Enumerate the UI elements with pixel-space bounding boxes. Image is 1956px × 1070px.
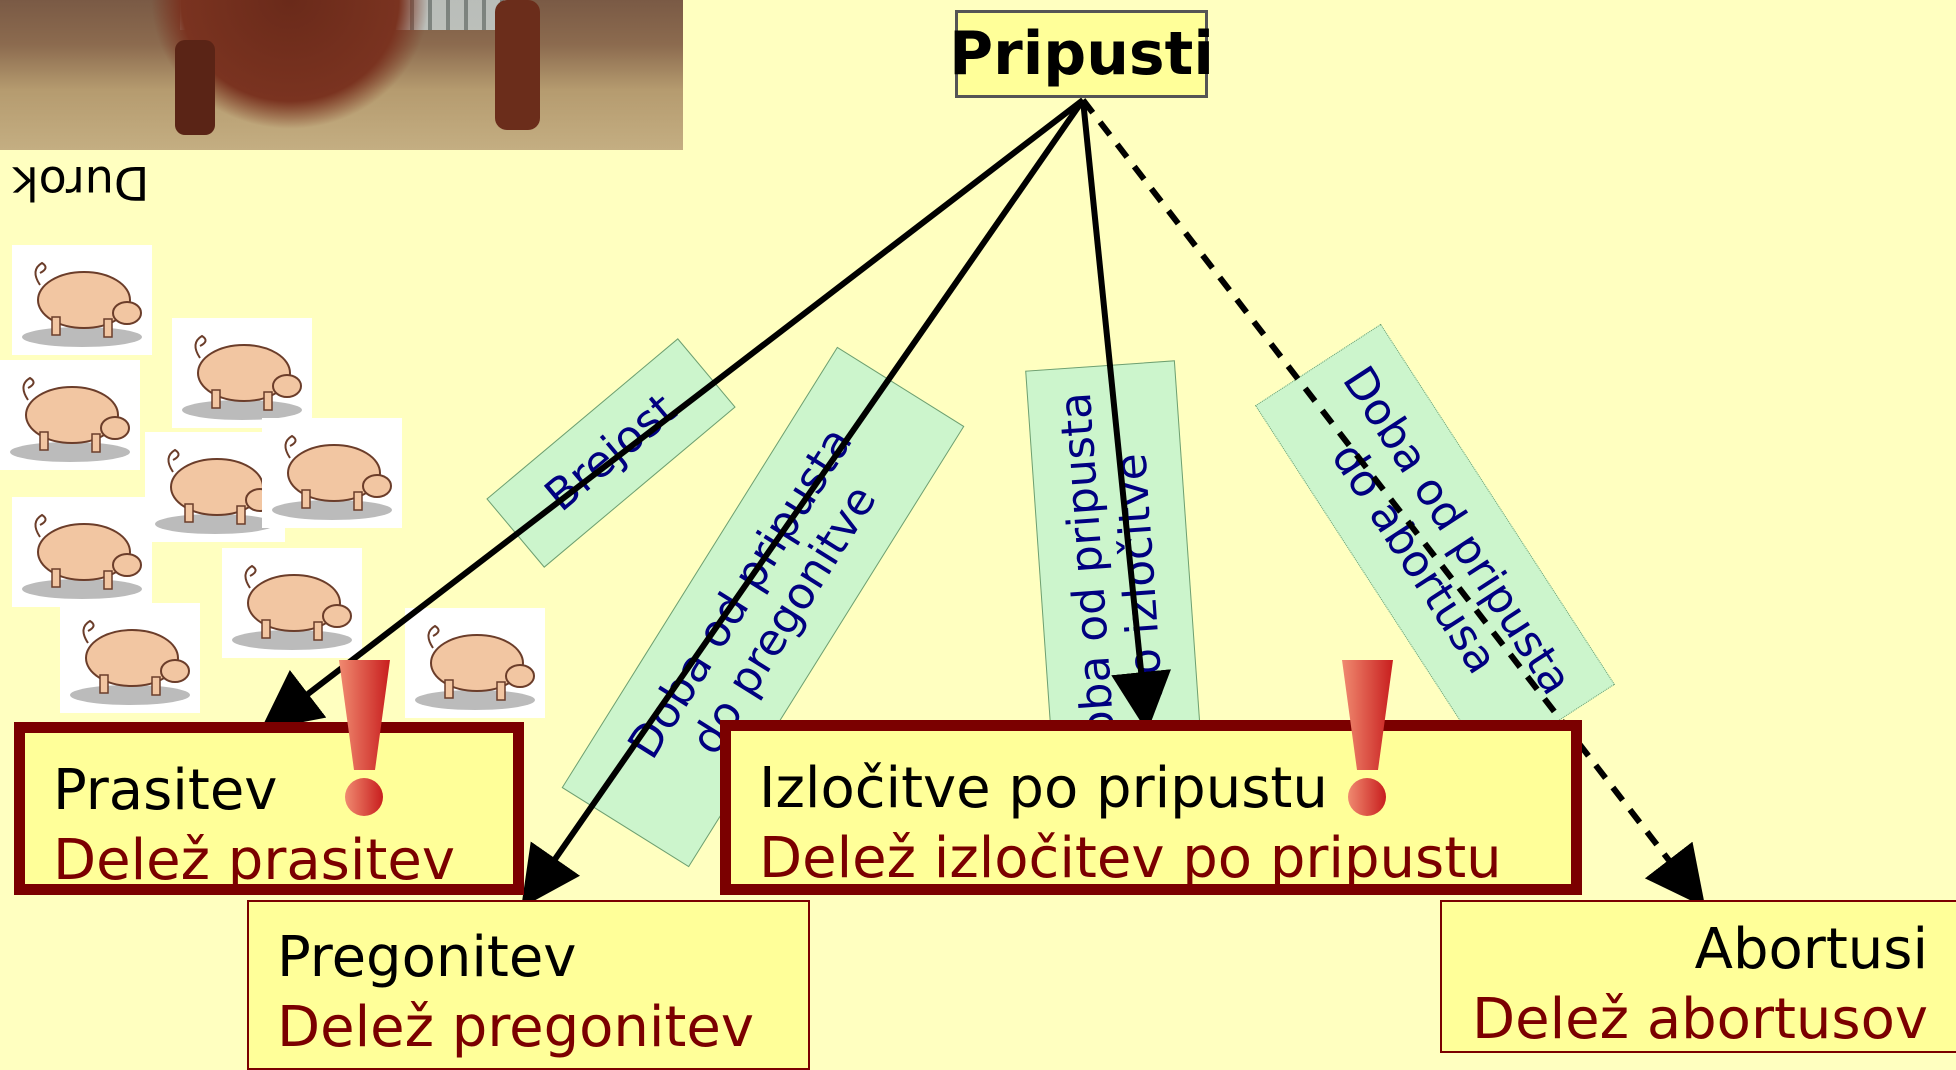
outcome-pregonitev: Pregonitev Delež pregonitev bbox=[247, 900, 810, 1070]
outcome-prasitev: Prasitev Delež prasitev bbox=[14, 722, 524, 895]
pig-icon bbox=[12, 497, 152, 607]
outcome-measure: Delež prasitev bbox=[53, 828, 455, 893]
outcome-title: Pregonitev bbox=[277, 925, 577, 990]
outcome-measure: Delež abortusov bbox=[1472, 987, 1928, 1052]
pig-icon bbox=[262, 418, 402, 528]
root-node: Pripusti bbox=[949, 10, 1214, 98]
exclamation-icon bbox=[1342, 660, 1393, 816]
pig-icon bbox=[12, 245, 152, 355]
outcome-title: Izločitve po pripustu bbox=[759, 756, 1328, 821]
outcome-abortusi: Abortusi Delež abortusov bbox=[1440, 900, 1956, 1053]
outcome-title: Abortusi bbox=[1694, 917, 1928, 982]
pig-icon bbox=[222, 548, 362, 658]
outcome-title: Prasitev bbox=[53, 758, 278, 823]
outcome-measure: Delež izločitev po pripustu bbox=[759, 826, 1502, 891]
pig-icon bbox=[172, 318, 312, 428]
pig-icon bbox=[405, 608, 545, 718]
pig-icon bbox=[145, 432, 285, 542]
durok-photo bbox=[0, 0, 683, 150]
pig-icon bbox=[0, 360, 140, 470]
pig-icon bbox=[60, 603, 200, 713]
arrow-izlocitve bbox=[1080, 99, 1171, 732]
arrow-brejost bbox=[260, 97, 1085, 731]
arrow-pregonitve bbox=[521, 98, 1086, 908]
exclamation-icon bbox=[339, 660, 390, 816]
outcome-measure: Delež pregonitev bbox=[277, 995, 754, 1060]
outcome-izlocitve: Izločitve po pripustu Delež izločitev po… bbox=[720, 720, 1582, 895]
